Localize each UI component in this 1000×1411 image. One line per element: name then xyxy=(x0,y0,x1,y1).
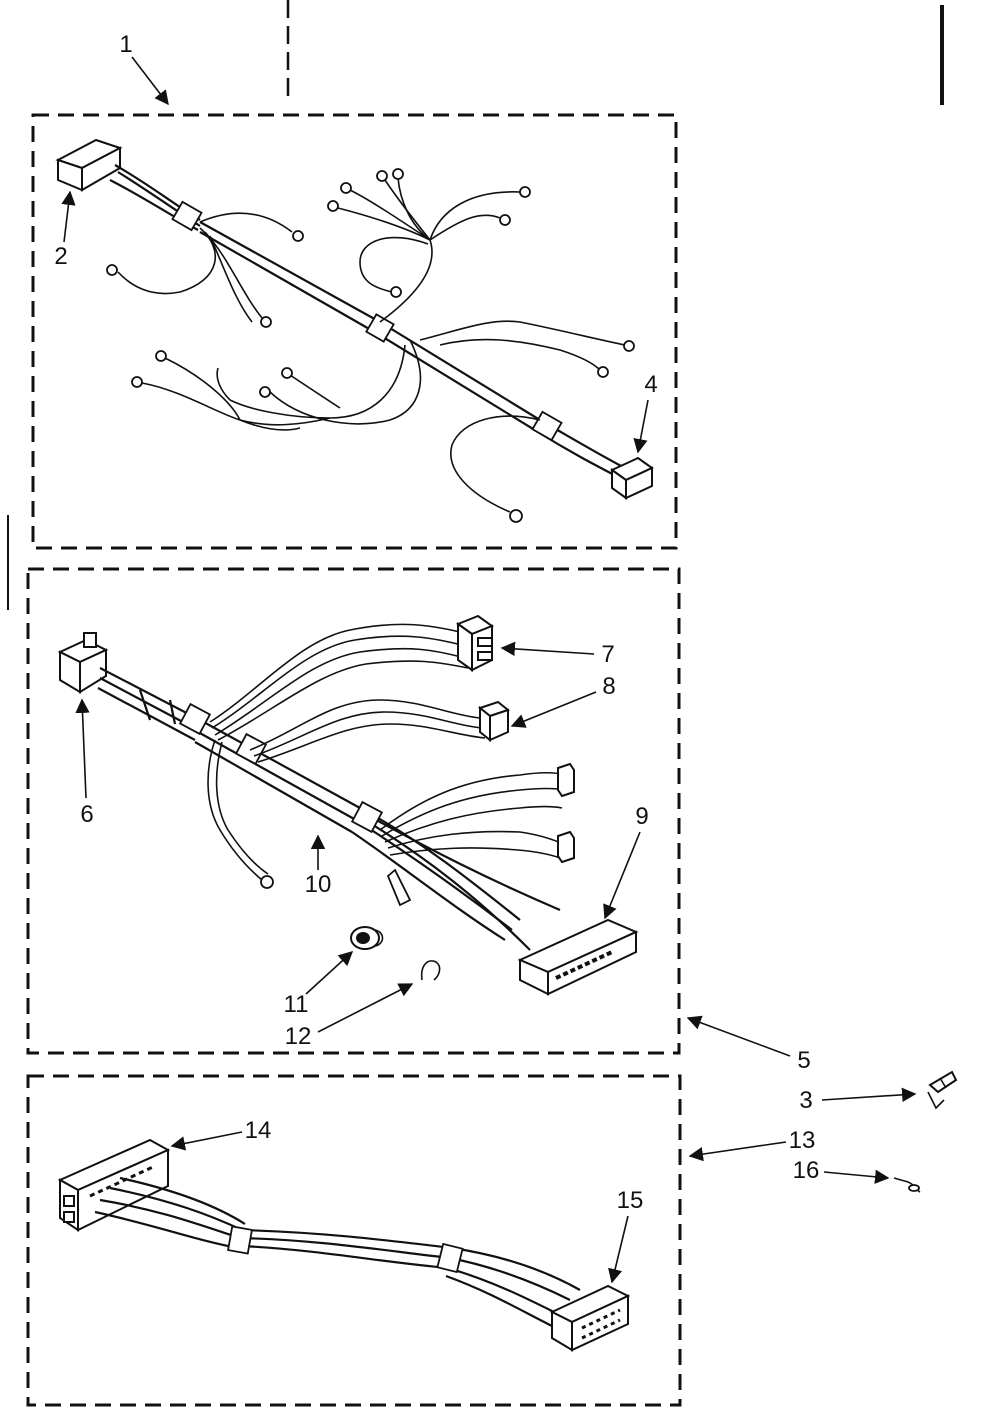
branch-wires-1 xyxy=(106,168,635,523)
callout-9: 9 xyxy=(603,803,649,920)
assembly-1-dashed-box xyxy=(31,113,678,550)
callout-4: 4 xyxy=(633,371,658,454)
callout-15: 15 xyxy=(608,1187,644,1284)
assembly-13-dashed-box xyxy=(26,1074,682,1407)
connector-2 xyxy=(55,138,123,192)
svg-text:13: 13 xyxy=(789,1127,816,1154)
svg-text:6: 6 xyxy=(80,801,93,828)
connector-15 xyxy=(549,1284,631,1352)
svg-text:12: 12 xyxy=(285,1023,312,1050)
svg-text:1: 1 xyxy=(119,31,132,58)
callout-3: 3 xyxy=(799,1070,958,1114)
callout-2: 2 xyxy=(54,190,76,270)
harness-assembly-13: 14 15 xyxy=(26,1074,682,1407)
branch-8 xyxy=(249,699,511,763)
svg-text:8: 8 xyxy=(602,673,615,700)
svg-text:3: 3 xyxy=(799,1087,812,1114)
callout-16: 16 xyxy=(793,1157,921,1193)
svg-text:2: 2 xyxy=(54,243,67,270)
callout-6: 6 xyxy=(75,698,94,828)
ground-wire-5 xyxy=(207,739,274,889)
svg-text:9: 9 xyxy=(635,803,648,830)
branch-right-5 xyxy=(379,762,575,864)
part-11-grommet xyxy=(350,926,384,950)
callout-5: 5 xyxy=(686,1015,811,1074)
callout-13: 13 xyxy=(688,1127,816,1162)
callout-12: 12 xyxy=(285,983,414,1050)
harness-assembly-5: 6 7 8 9 10 11 12 xyxy=(26,567,681,1055)
part-12-clip xyxy=(420,960,441,981)
callout-1: 1 xyxy=(119,31,169,106)
callout-10: 10 xyxy=(305,834,332,898)
connector-4 xyxy=(610,456,654,500)
callout-7: 7 xyxy=(500,641,615,668)
callout-8: 8 xyxy=(510,673,616,728)
part-3-clip xyxy=(927,1070,958,1110)
callout-11: 11 xyxy=(284,951,354,1018)
main-trunk-13 xyxy=(94,1176,581,1327)
connector-9 xyxy=(517,918,639,996)
connector-6 xyxy=(57,632,109,694)
harness-assembly-1: 1 2 4 xyxy=(31,31,678,550)
svg-text:11: 11 xyxy=(284,991,309,1018)
callout-14: 14 xyxy=(170,1117,272,1151)
svg-text:4: 4 xyxy=(644,371,657,398)
svg-text:10: 10 xyxy=(305,871,332,898)
svg-text:14: 14 xyxy=(245,1117,272,1144)
svg-text:15: 15 xyxy=(617,1187,644,1214)
reference-lines xyxy=(7,0,944,610)
main-trunk-1 xyxy=(109,164,626,479)
part-16-terminal xyxy=(893,1177,921,1193)
assembly-5-dashed-box xyxy=(26,567,681,1055)
svg-text:7: 7 xyxy=(601,641,614,668)
svg-text:16: 16 xyxy=(793,1157,820,1184)
svg-text:5: 5 xyxy=(797,1047,810,1074)
branch-7 xyxy=(209,614,495,741)
